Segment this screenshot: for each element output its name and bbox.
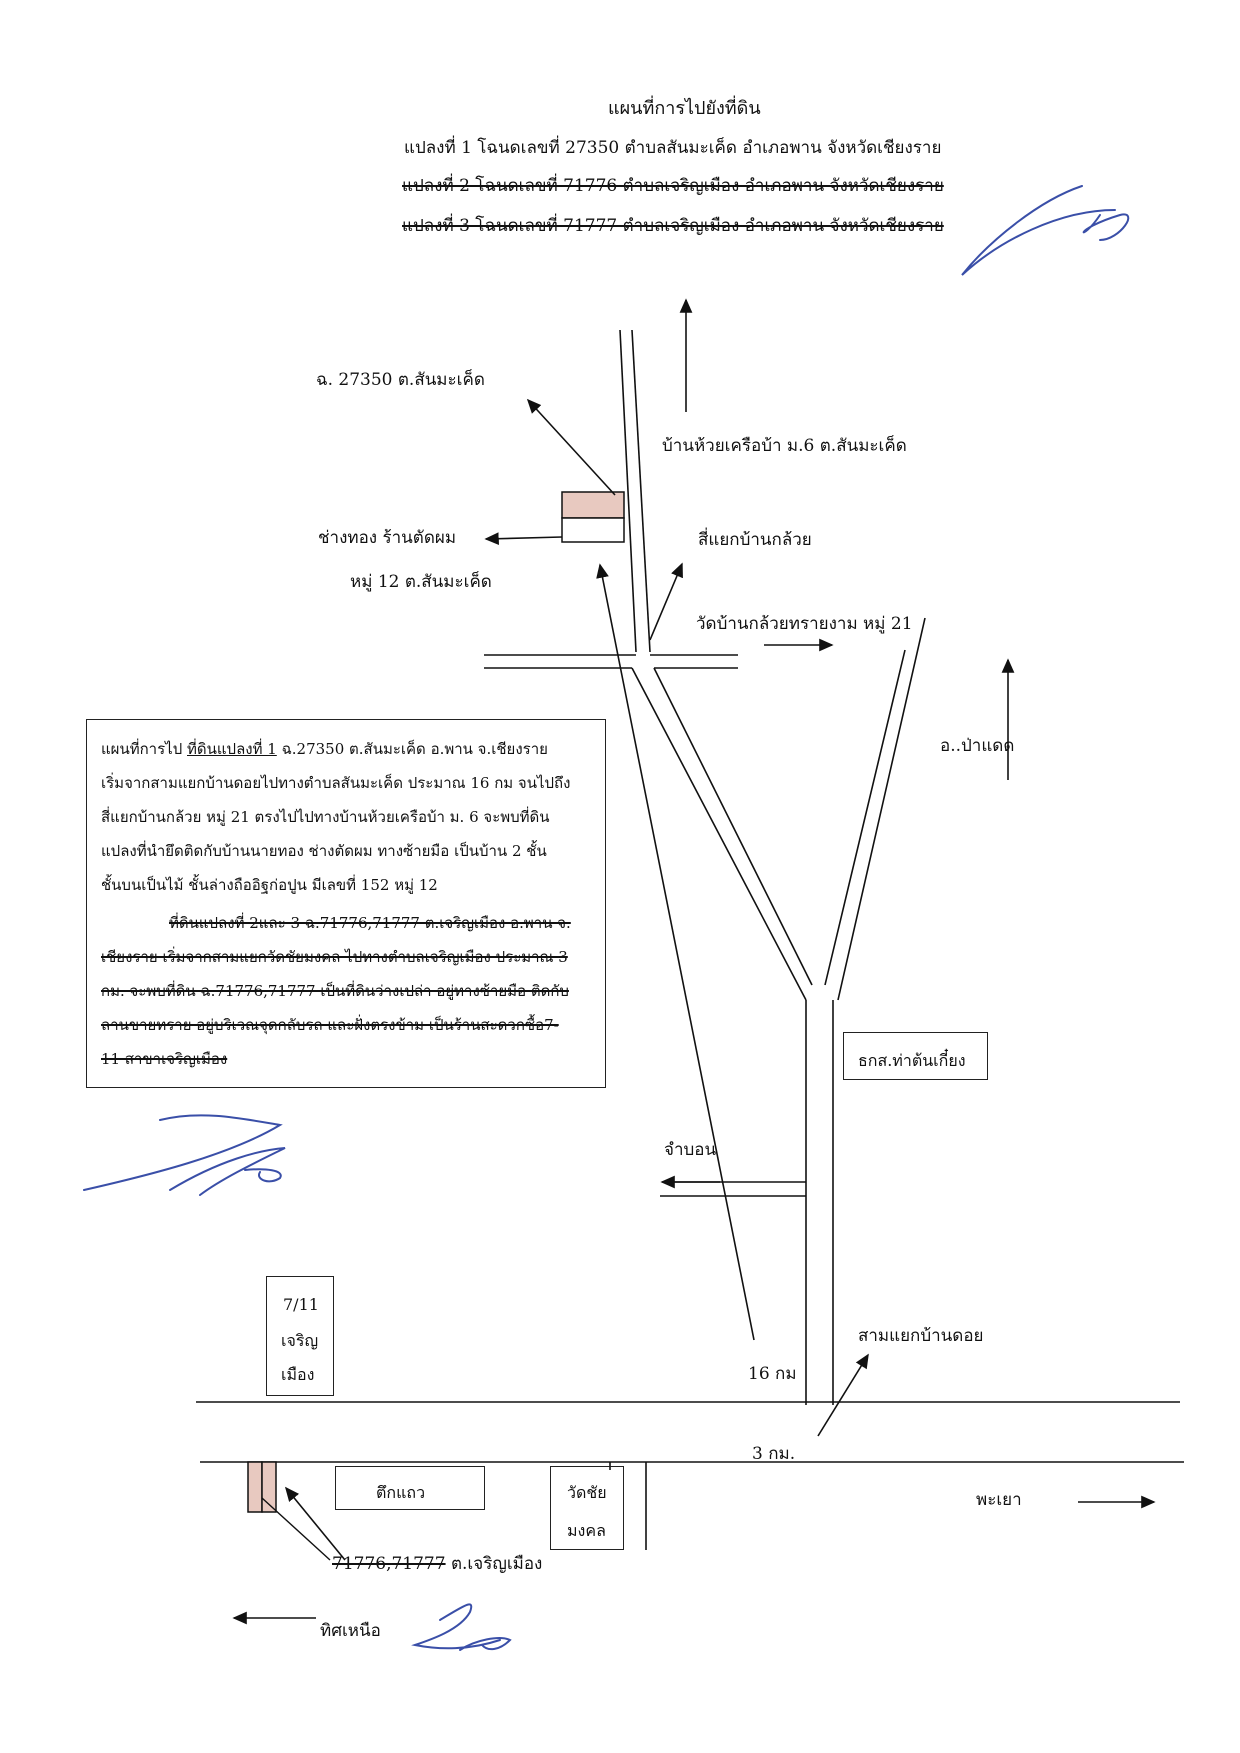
note-line-1: แผนที่การไป ที่ดินแปลงที่ 1 ฉ.27350 ต.สั… (101, 742, 548, 757)
seven-eleven-box: 7/11 เจริญ เมือง (266, 1276, 334, 1396)
signature-mark (961, 185, 1130, 276)
arrow-16km-route (596, 563, 755, 1341)
label-deed-27350: ฉ. 27350 ต.สันมะเค็ด (316, 370, 485, 390)
note-line-3: สี่แยกบ้านกล้วย หมู่ 21 ตรงไปไปทางบ้านห้… (101, 808, 550, 826)
seven-eleven-line-2: เจริญ (281, 1331, 319, 1350)
road-north-left (619, 329, 637, 653)
label-goldsmith-2: หมู่ 12 ต.สันมะเค็ด (350, 572, 492, 592)
note-line-9: ลานขายทราย อยู่บริเวณจุดกลับรถ และฝั่งตร… (101, 1016, 559, 1034)
road-diag-right (653, 667, 813, 986)
label-goldsmith-1: ช่างทอง ร้านตัดผม (318, 528, 457, 548)
parcel-27350 (561, 491, 625, 519)
temple-chaimongkol-line-1: วัดชัย (567, 1483, 607, 1502)
label-north: ทิศเหนือ (320, 1621, 381, 1641)
leader-bottom-parcel (261, 1497, 331, 1561)
temple-chaimongkol-line-2: มงคล (567, 1521, 606, 1540)
temple-chaimongkol-box: วัดชัย มงคล (550, 1466, 624, 1550)
label-temple-kluai: วัดบ้านกล้วยทรายงาม หมู่ 21 (696, 614, 913, 634)
note-line-1-parcel: ที่ดินแปลงที่ 1 (187, 740, 277, 758)
label-pa-daet: อ..ป่าแดด (940, 736, 1015, 756)
road-north-right (631, 329, 651, 653)
signature-mark (411, 1603, 512, 1651)
goldsmith-house (561, 517, 625, 543)
label-3km: 3 กม. (752, 1444, 796, 1464)
arrow-to-goldsmith (484, 532, 563, 546)
arrow-to-parcel-27350 (526, 398, 616, 496)
deed-71777: 71777 (391, 1554, 446, 1574)
road-branch-2 (837, 617, 926, 1001)
note-line-2: เริ่มจากสามแยกบ้านดอยไปทางตำบลสันมะเค็ด … (101, 774, 571, 792)
header-line-2: แปลงที่ 2 โฉนดเลขที่ 71776 ตำบลเจริญเมือ… (402, 176, 944, 196)
note-line-8: กม. จะพบที่ดิน ฉ.71776,71777 เป็นที่ดินว… (101, 982, 569, 1000)
deed-subdistrict: ต.เจริญเมือง (445, 1554, 543, 1574)
header-line-3: แปลงที่ 3 โฉนดเลขที่ 71777 ตำบลเจริญเมือ… (402, 216, 944, 236)
arrow-to-parcel-bottom (284, 1486, 346, 1561)
label-deed-bottom: 71776,71777 ต.เจริญเมือง (332, 1556, 542, 1573)
header-line-1: แปลงที่ 1 โฉนดเลขที่ 27350 ตำบลสันมะเค็ด… (404, 138, 942, 158)
baac-label: ธกส.ท่าต้นเกี๋ยง (858, 1051, 966, 1070)
label-huai-kruea: บ้านห้วยเครือบ้า ม.6 ต.สันมะเค็ด (662, 436, 907, 456)
label-phayao: พะเยา (976, 1490, 1022, 1510)
road-branch-1 (824, 649, 906, 986)
seven-eleven-line-1: 7/11 (283, 1295, 319, 1314)
directions-note: แผนที่การไป ที่ดินแปลงที่ 1 ฉ.27350 ต.สั… (86, 719, 606, 1088)
note-line-1-post: ฉ.27350 ต.สันมะเค็ด อ.พาน จ.เชียงราย (276, 740, 548, 758)
seven-eleven-line-3: เมือง (281, 1365, 315, 1384)
note-line-6: ที่ดินแปลงที่ 2และ 3 ฉ.71776,71777 ต.เจร… (169, 914, 571, 932)
row-shops-label: ตึกแถว (376, 1483, 426, 1502)
road-diag-left (631, 667, 807, 1001)
arrow-to-four-way (649, 562, 683, 641)
baac-box: ธกส.ท่าต้นเกี๋ยง (843, 1032, 988, 1080)
parcel-71776 (247, 1461, 263, 1513)
arrow-sam-yaek (817, 1353, 869, 1437)
note-line-7: เชียงราย เริ่มจากสามแยกวัดชัยมงคล ไปทางต… (101, 948, 568, 966)
deed-71776: 71776, (332, 1554, 392, 1574)
label-sam-yaek: สามแยกบ้านดอย (858, 1326, 984, 1346)
note-line-5: ชั้นบนเป็นไม้ ชั้นล่างถืออิฐก่อปูน มีเลข… (101, 876, 438, 894)
row-shops-box: ตึกแถว (335, 1466, 485, 1510)
note-line-4: แปลงที่นำยึดติดกับบ้านนายทอง ช่างตัดผม ท… (101, 842, 547, 860)
note-line-1-pre: แผนที่การไป (101, 740, 187, 758)
parcel-71777 (261, 1461, 277, 1513)
label-16km: 16 กม (748, 1364, 797, 1384)
label-four-way: สี่แยกบ้านกล้วย (698, 530, 812, 550)
label-jambon: จำบอน (664, 1140, 717, 1160)
page-title: แผนที่การไปยังที่ดิน (608, 98, 761, 119)
signature-mark (83, 1114, 286, 1196)
note-line-10: 11 สาขาเจริญเมือง (101, 1050, 228, 1068)
